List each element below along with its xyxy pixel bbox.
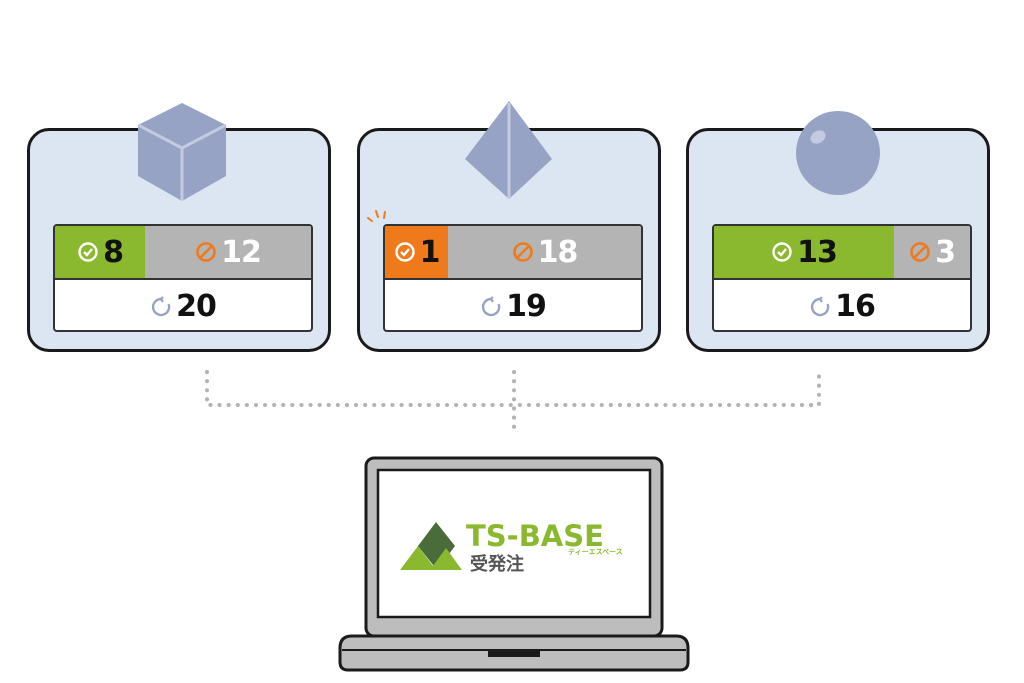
check-circle-icon [394,242,415,262]
card-pyramid: 1 18 19 [357,101,661,352]
stat-box: 1 18 19 [383,224,643,332]
check-circle-icon [78,242,98,262]
pyramid-icon [465,101,552,199]
check-circle-icon [772,242,792,262]
ng-count: 12 [221,234,262,270]
card-cube: 8 12 20 [27,103,331,352]
total-row: 19 [385,280,641,330]
refresh-icon [811,295,830,316]
total-count: 16 [835,289,876,324]
ng-count: 18 [537,234,579,270]
stat-box: 8 12 20 [53,224,313,332]
ok-count: 8 [103,234,124,270]
logo-title: TS-BASE [466,519,604,553]
prohibited-icon [910,242,930,262]
ng-segment: 18 [448,226,641,278]
stat-box: 13 3 16 [712,224,972,332]
prohibited-icon [196,242,216,262]
ts-base-logo-mark [400,522,462,570]
prohibited-icon [512,242,533,262]
sphere-icon [796,111,880,195]
total-count: 19 [506,289,547,324]
cube-icon [137,103,227,201]
logo-subtitle: 受発注 [470,554,524,575]
refresh-icon [152,295,171,316]
ok-segment: 8 [55,226,145,278]
ok-count: 13 [797,234,838,270]
total-row: 16 [714,280,970,330]
ng-segment: 12 [145,226,311,278]
ng-segment: 3 [894,226,970,278]
total-row: 20 [55,280,311,330]
card-sphere: 13 3 16 [686,111,990,352]
logo-kana: ティーエスベース [568,548,623,556]
ok-segment: 1 [385,226,448,278]
ok-segment: 13 [714,226,894,278]
refresh-icon [482,295,501,316]
ng-count: 3 [935,234,956,270]
total-count: 20 [176,289,217,324]
ok-count: 1 [419,234,441,270]
alert-spark-icon [367,210,386,222]
